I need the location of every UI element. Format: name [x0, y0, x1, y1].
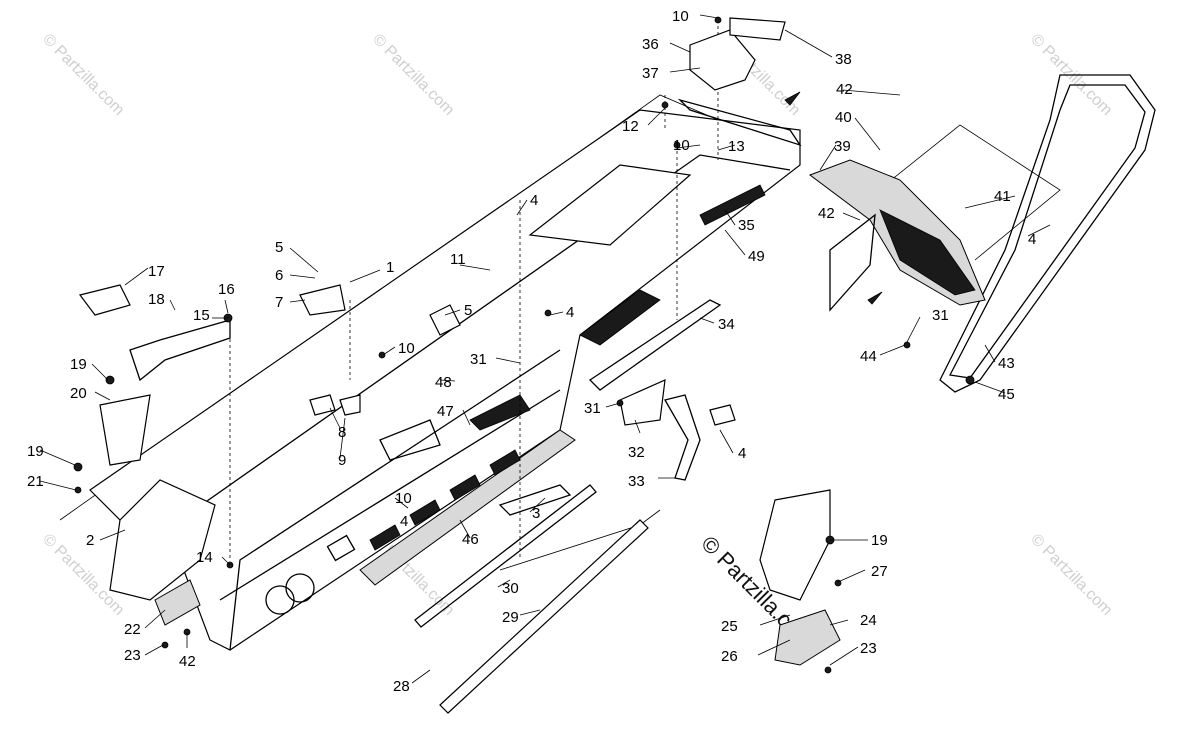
callout-4-d: 4	[1028, 231, 1036, 248]
callout-4-e: 4	[400, 513, 408, 530]
callout-35: 35	[738, 217, 755, 234]
callout-10-b: 10	[673, 137, 690, 154]
callout-33: 33	[628, 473, 645, 490]
callout-46: 46	[462, 531, 479, 548]
callout-12: 12	[622, 118, 639, 135]
callout-10-d: 10	[395, 490, 412, 507]
callout-31-a: 31	[470, 351, 487, 368]
callout-19-b: 19	[27, 443, 44, 460]
callout-29: 29	[502, 609, 519, 626]
callout-4-a: 4	[530, 192, 538, 209]
callout-11: 11	[450, 251, 466, 268]
callout-42-a: 42	[836, 81, 853, 98]
callout-44: 44	[860, 348, 877, 365]
callout-49: 49	[748, 248, 765, 265]
callout-38: 38	[835, 51, 852, 68]
callout-45: 45	[998, 386, 1015, 403]
rear-flap	[808, 159, 986, 312]
callout-9: 9	[338, 452, 346, 469]
rear-hitch	[677, 17, 802, 147]
callout-30: 30	[502, 580, 519, 597]
callout-24: 24	[860, 612, 877, 629]
leader-lines	[39, 14, 1051, 684]
watermark-top-center: © Partzilla.com	[369, 31, 457, 119]
callout-14: 14	[196, 549, 213, 566]
callout-labels: 1 2 3 4 4 4 4 4 5 5 6 7 8 9 10 10 10 10 …	[27, 8, 1036, 695]
callout-10-c: 10	[398, 340, 415, 357]
callout-32: 32	[628, 444, 645, 461]
direction-arrows	[784, 91, 883, 305]
callout-37: 37	[642, 65, 659, 82]
watermark-bottom-right: © Partzilla.com	[1027, 531, 1115, 619]
callout-42-c: 42	[179, 653, 196, 670]
rear-bumper	[939, 74, 1156, 393]
callout-3: 3	[532, 505, 540, 522]
callout-18: 18	[148, 291, 165, 308]
callout-21: 21	[27, 473, 44, 490]
callout-36: 36	[642, 36, 659, 53]
callout-26: 26	[721, 648, 738, 665]
callout-1: 1	[386, 259, 394, 276]
callout-34: 34	[718, 316, 735, 333]
callout-6: 6	[275, 267, 283, 284]
callout-5-b: 5	[464, 302, 472, 319]
callout-4-b: 4	[566, 304, 574, 321]
callout-19-a: 19	[70, 356, 87, 373]
callout-31-b: 31	[584, 400, 601, 417]
callout-10-a: 10	[672, 8, 689, 25]
callout-7: 7	[275, 294, 283, 311]
callout-19-c: 19	[871, 532, 888, 549]
callout-22: 22	[124, 621, 141, 638]
callout-16: 16	[218, 281, 235, 298]
right-brackets	[588, 299, 736, 481]
watermark-top-left: © Partzilla.com	[39, 31, 127, 119]
callout-20: 20	[70, 385, 87, 402]
callout-48: 48	[435, 374, 452, 391]
callout-43: 43	[998, 355, 1015, 372]
callout-8: 8	[338, 424, 346, 441]
callout-31-c: 31	[932, 307, 949, 324]
callout-23-a: 23	[124, 647, 141, 664]
callout-13: 13	[728, 138, 745, 155]
callout-17: 17	[148, 263, 165, 280]
callout-39: 39	[834, 138, 851, 155]
callout-23-b: 23	[860, 640, 877, 657]
callout-42-b: 42	[818, 205, 835, 222]
callout-28: 28	[393, 678, 410, 695]
callout-4-c: 4	[738, 445, 746, 462]
callout-27: 27	[871, 563, 888, 580]
rails	[414, 484, 649, 714]
callout-40: 40	[835, 109, 852, 126]
callout-2: 2	[86, 532, 94, 549]
callout-5-a: 5	[275, 239, 283, 256]
callout-47: 47	[437, 403, 454, 420]
callout-25: 25	[721, 618, 738, 635]
callout-15: 15	[193, 307, 210, 324]
running-board	[154, 489, 841, 666]
callout-41: 41	[994, 188, 1011, 205]
